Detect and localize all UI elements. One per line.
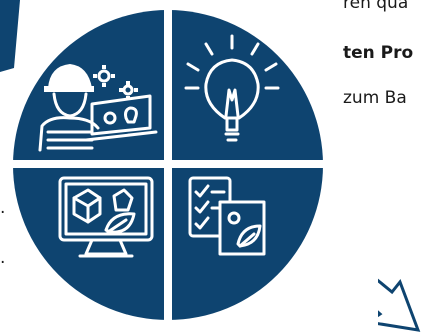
body-text-line-3: zum Ba xyxy=(343,88,407,108)
left-edge-navy-shape xyxy=(0,0,20,72)
checklist-with-gear-and-leaf-icon xyxy=(188,176,266,256)
light-bulb-icon xyxy=(184,34,280,142)
engineer-with-laptop-and-gears-icon xyxy=(38,64,158,152)
edge-punctuation-2: . xyxy=(0,248,6,268)
body-text-line-2-bold: ten Pro xyxy=(343,43,414,63)
down-right-arrow-icon xyxy=(378,278,421,332)
edge-punctuation-1: . xyxy=(0,198,6,218)
monitor-with-3d-model-and-leaf-icon xyxy=(58,176,154,258)
gear-icon xyxy=(93,65,138,100)
body-text-line-1: ren qua xyxy=(343,0,409,13)
horizontal-divider xyxy=(12,160,324,168)
